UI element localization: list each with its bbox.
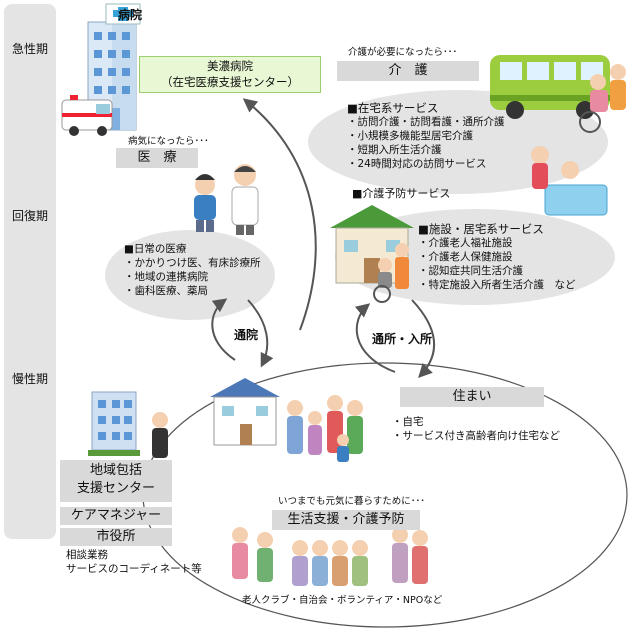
home-service-list: ■在宅系サービス ・訪問介護・訪問看護・通所介護 ・小規模多機能型居宅介護 ・短…	[347, 101, 505, 171]
facility-service-item: ・特定施設入所者生活介護 など	[418, 279, 576, 291]
family-house-icon	[210, 378, 280, 446]
home-service-item: ・小規模多機能型居宅介護	[347, 130, 473, 142]
medical-ellipse	[105, 230, 275, 320]
housing-item: ・サービス付き高齢者向け住宅など	[392, 430, 560, 442]
medical-item: ・かかりつけ医、有床診療所	[124, 257, 261, 269]
housing-label: 住まい	[400, 387, 544, 407]
medical-list-title: ■日常の医療	[124, 243, 187, 255]
life-support-label: 生活支援・介護予防	[272, 510, 420, 530]
arrow-to-hospital	[242, 98, 317, 331]
medical-list: ■日常の医療 ・かかりつけ医、有床診療所 ・地域の連携病院 ・歯科医療、薬局	[124, 242, 261, 298]
medical-item: ・歯科医療、薬局	[124, 285, 208, 297]
housing-item: ・自宅	[392, 416, 424, 428]
facility-wheelchair-icon	[373, 243, 409, 303]
facility-service-title: ■施設・居宅系サービス	[418, 222, 544, 236]
staff-person-icon	[152, 412, 168, 458]
support-center-notes: 相談業務 サービスのコーディネート等	[66, 548, 202, 576]
arrow-outpatient-up	[211, 298, 236, 361]
support-center-line2: 支援センター	[76, 481, 155, 496]
elderly-group-illustration	[232, 527, 428, 586]
phase-bar	[4, 4, 56, 539]
family-people-illustration	[287, 395, 363, 462]
care-facility-house-icon	[330, 205, 414, 284]
facility-service-item: ・介護老人保健施設	[418, 251, 513, 263]
medical-label: 医 療	[116, 148, 198, 168]
phase-acute: 急性期	[11, 42, 48, 56]
arrow-admission-up	[354, 303, 396, 373]
life-support-footer: 老人クラブ・自治会・ボランティア・NPOなど	[242, 595, 443, 606]
admission-label: 通所・入所	[372, 332, 433, 346]
housing-list: ・自宅 ・サービス付き高齢者向け住宅など	[392, 415, 560, 443]
hospital-name: 美濃病院	[207, 59, 253, 73]
medical-item: ・地域の連携病院	[124, 271, 208, 283]
home-service-item: ・24時間対応の訪問サービス	[347, 158, 487, 170]
home-service-item: ・訪問介護・訪問看護・通所介護	[347, 116, 505, 128]
care-manager-label: ケアマネジャー	[60, 507, 172, 525]
arrow-admission-down	[411, 299, 435, 379]
care-label: 介 護	[337, 61, 479, 81]
life-support-caption: いつまでも元気に暮らすために･･･	[278, 496, 426, 507]
hospital-icon-label: 病院	[118, 8, 143, 22]
outpatient-label: 通院	[234, 328, 259, 342]
phase-recovery: 回復期	[11, 209, 48, 223]
home-service-item: ・短期入所生活介護	[347, 144, 442, 156]
ambulance-icon	[61, 95, 113, 136]
home-service-title: ■在宅系サービス	[347, 101, 439, 115]
support-center-building-icon	[88, 391, 140, 456]
support-center-label: 地域包括 支援センター	[60, 460, 172, 502]
bath-care-illustration	[531, 146, 608, 216]
medical-caption: 病気になったら･･･	[128, 136, 209, 147]
care-caption: 介護が必要になったら･･･	[348, 47, 458, 58]
hospital-subtitle: （在宅医療支援センター）	[161, 75, 299, 89]
wheelchair-person-icon	[579, 64, 626, 133]
arrow-outpatient-down	[247, 299, 274, 368]
support-center-line1: 地域包括	[89, 463, 142, 478]
city-office-label: 市役所	[60, 528, 172, 546]
prevention-service-title: ■介護予防サービス	[352, 187, 451, 200]
facility-service-item: ・認知症共同生活介護	[418, 265, 523, 277]
phase-chronic: 慢性期	[11, 372, 48, 386]
support-center-note: サービスのコーディネート等	[66, 563, 202, 575]
support-center-note: 相談業務	[66, 549, 108, 561]
facility-service-list: ■施設・居宅系サービス ・介護老人福祉施設 ・介護老人保健施設 ・認知症共同生活…	[418, 222, 576, 292]
facility-service-item: ・介護老人福祉施設	[418, 237, 513, 249]
hospital-name-box: 美濃病院 （在宅医療支援センター）	[139, 56, 321, 93]
doctor-patient-illustration	[194, 164, 259, 235]
